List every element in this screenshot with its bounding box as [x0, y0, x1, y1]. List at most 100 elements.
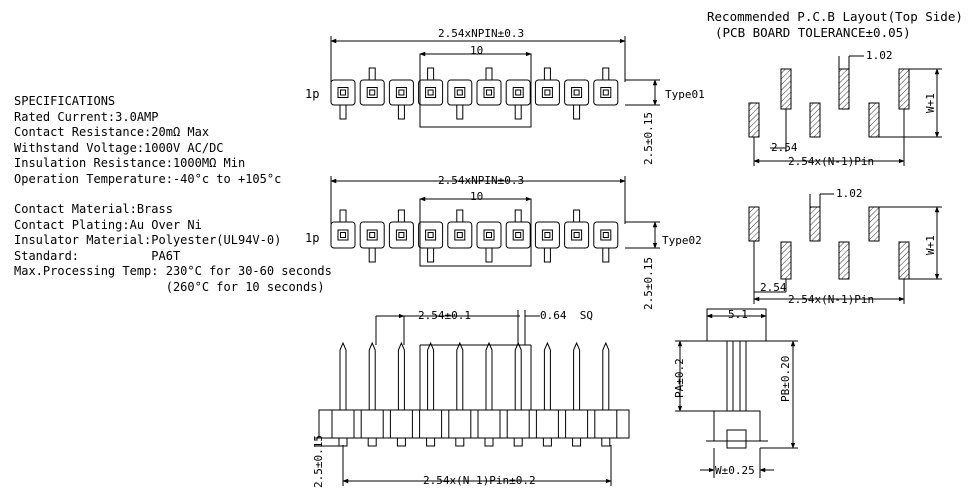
- pin-square: [512, 229, 524, 241]
- pin-center: [486, 89, 492, 96]
- pin-tab: [427, 247, 435, 263]
- front-pin: [543, 341, 551, 410]
- pcb-layout-type01: [748, 55, 942, 166]
- front-pin-foot: [513, 437, 523, 447]
- pin-center: [486, 232, 492, 238]
- type01-label: Type01: [665, 88, 705, 101]
- housing-cell: [564, 221, 590, 249]
- pin-center: [427, 232, 434, 238]
- spec-max-temp: Max.Processing Temp: 230°C for 30-60 sec…: [14, 264, 332, 279]
- pin-tab: [485, 67, 493, 81]
- pin-center: [544, 89, 551, 96]
- front-view: [315, 310, 630, 486]
- front-pin: [485, 341, 493, 410]
- pin-tab: [456, 209, 464, 223]
- housing-cell: [593, 79, 619, 106]
- pin-square: [395, 229, 407, 241]
- pin-center: [369, 89, 376, 96]
- front-pin-foot: [455, 437, 465, 447]
- pin-tab: [368, 67, 376, 81]
- housing-cell: [359, 221, 385, 249]
- pcb-type01-dim-pad: 1.02: [866, 49, 893, 62]
- pin-center: [398, 89, 405, 96]
- pin-tab: [573, 209, 581, 223]
- pin-center: [544, 232, 551, 238]
- front-housing-cell: [360, 409, 384, 439]
- pin-tab: [602, 67, 610, 81]
- pin-tab: [368, 247, 376, 263]
- pin-center: [515, 89, 522, 96]
- spec-insulation-resistance: Insulation Resistance:1000MΩ Min: [14, 156, 246, 171]
- front-pin: [368, 341, 376, 410]
- pin-tab: [543, 67, 551, 81]
- pin-square: [483, 87, 495, 98]
- spec-withstand-voltage: Withstand Voltage:1000V AC/DC: [14, 140, 224, 155]
- front-pin-foot: [572, 437, 582, 447]
- pin-square: [483, 229, 495, 241]
- pin-tab: [573, 104, 581, 120]
- housing-cell: [330, 79, 356, 106]
- type02-top-view: [330, 176, 660, 267]
- pin-center: [369, 232, 376, 238]
- pin-tab: [543, 247, 551, 263]
- side-view: [675, 308, 798, 478]
- front-housing-cell: [506, 409, 530, 439]
- housing-cell: [359, 79, 385, 106]
- pin-center: [456, 232, 463, 238]
- pin-center: [456, 89, 463, 96]
- type02-dim-height: 2.5±0.15: [642, 257, 655, 310]
- front-housing-cell: [389, 409, 413, 439]
- housing-cell: [476, 79, 502, 106]
- pcb-type02-dim-pitch: 2.54x(N-1)Pin: [788, 293, 875, 306]
- pcb-type02-dim-pad: 1.02: [836, 187, 863, 200]
- pin-tab: [485, 247, 493, 263]
- pin-tab: [397, 209, 405, 223]
- pin-center: [602, 232, 609, 238]
- housing-cell: [447, 221, 473, 249]
- housing-cell: [505, 79, 531, 106]
- pin-square: [571, 87, 583, 98]
- front-housing-cell: [594, 409, 618, 439]
- pin-square: [512, 87, 524, 98]
- pin-tab: [339, 209, 347, 223]
- pin-center: [340, 89, 346, 96]
- side-dim-pa: PA±0.2: [673, 358, 686, 398]
- spec-heading: SPECIFICATIONS: [14, 94, 116, 108]
- front-pin: [456, 341, 464, 410]
- housing-cell: [388, 221, 414, 249]
- front-pin: [514, 341, 522, 410]
- front-pin-foot: [367, 437, 377, 447]
- front-dim-span: 2.54x(N-1)Pin±0.2: [423, 474, 536, 487]
- spec-contact-material: Contact Material:Brass: [14, 202, 173, 216]
- type02-pin-marker: 1p: [305, 231, 320, 245]
- pin-tab: [456, 104, 464, 120]
- front-dim-height: 2.5±0.15: [312, 435, 325, 488]
- housing-cell: [388, 79, 414, 106]
- housing-cell: [418, 221, 444, 249]
- pin-center: [427, 89, 434, 96]
- pin-center: [515, 232, 522, 238]
- front-pin-foot: [601, 437, 611, 447]
- front-pin: [427, 341, 435, 410]
- front-pin: [602, 341, 610, 410]
- pin-square: [425, 229, 437, 241]
- pin-square: [337, 229, 349, 241]
- type02-dim-inner: 10: [470, 190, 484, 203]
- pin-square: [541, 87, 553, 98]
- spec-contact-resistance: Contact Resistance:20mΩ Max: [14, 125, 210, 140]
- pin-tab: [339, 104, 347, 120]
- front-pin-foot: [338, 437, 348, 447]
- housing-cell: [564, 79, 590, 106]
- spec-contact-plating: Contact Plating:Au Over Ni: [14, 217, 202, 232]
- pin-tab: [514, 104, 522, 120]
- front-housing-cell: [448, 409, 472, 439]
- front-pin: [339, 341, 347, 410]
- type02-dim-total: 2.54xNPIN±0.3: [438, 174, 525, 187]
- pin-tab: [602, 247, 610, 263]
- pin-tab: [397, 104, 405, 120]
- pin-tab: [427, 67, 435, 81]
- pin-square: [425, 87, 437, 98]
- pcb-type01-dim-height: W+1: [924, 93, 937, 113]
- front-pin-foot: [396, 437, 406, 447]
- pin-square: [541, 229, 553, 241]
